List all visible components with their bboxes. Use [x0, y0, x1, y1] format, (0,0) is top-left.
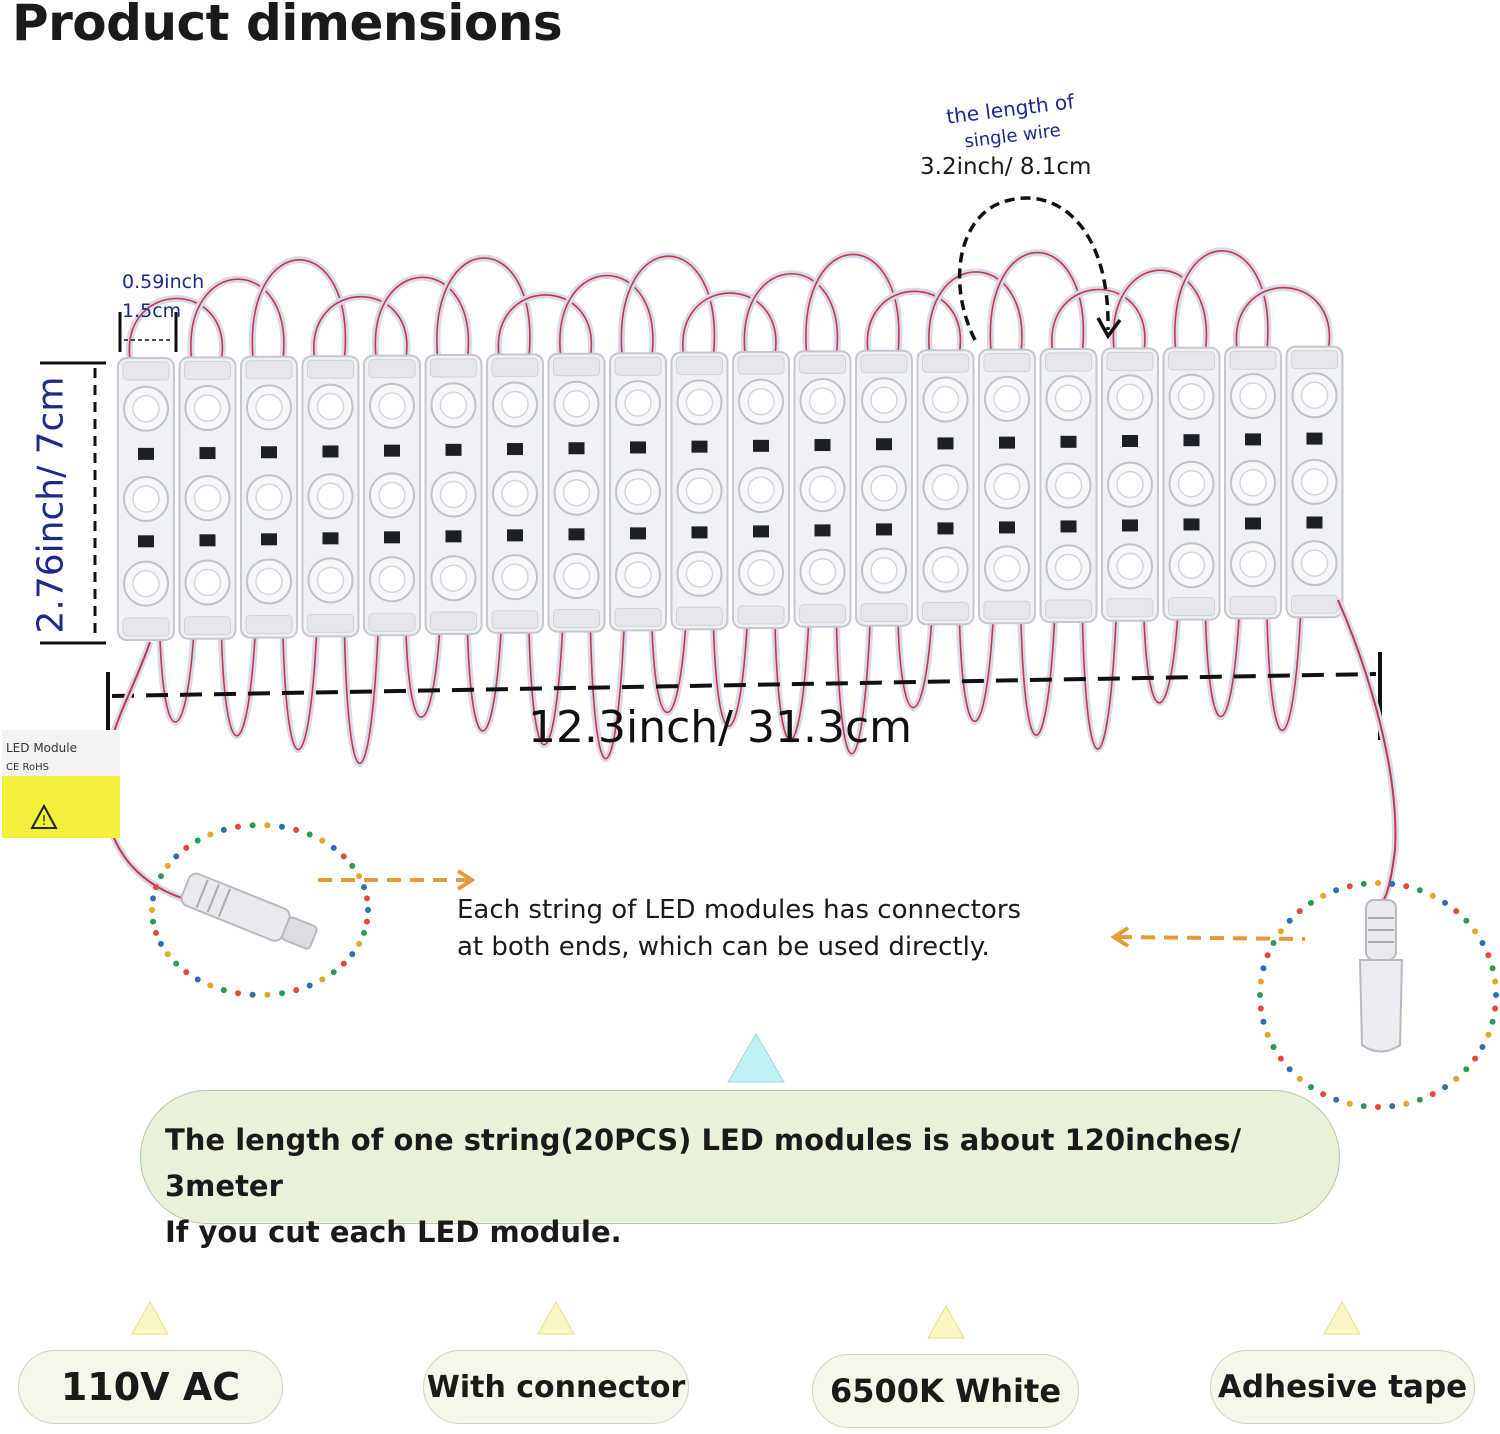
height-dimension-line	[40, 361, 106, 645]
led-module	[1039, 348, 1098, 623]
feature-connector: With connector	[423, 1350, 689, 1424]
feature-color-temperature: 6500K White	[812, 1354, 1079, 1428]
single-wire-caption: the length of single wire	[945, 90, 1076, 150]
feature-adhesive-tape: Adhesive tape	[1210, 1350, 1475, 1424]
banner-line2: If you cut each LED module.	[165, 1215, 622, 1249]
connector-note-line2: at both ends, which can be used directly…	[457, 932, 990, 962]
left-pointing-arrow	[1110, 926, 1306, 948]
module-width-inch: 0.59inch	[122, 271, 205, 293]
tag-title: LED Module	[6, 741, 77, 755]
led-module-strip	[117, 345, 1344, 641]
feature-triangle-marker	[1323, 1300, 1361, 1335]
top-wire-loops	[125, 247, 1333, 361]
led-module	[240, 355, 298, 639]
led-module	[978, 348, 1036, 625]
feature-triangle-marker	[927, 1304, 965, 1339]
string-span-label: 12.3inch/ 31.3cm	[528, 702, 912, 753]
led-module-label-tag: ! LED Module CE RoHS	[2, 730, 120, 838]
led-module	[363, 354, 421, 637]
led-module	[670, 351, 729, 631]
led-module	[301, 355, 360, 638]
led-module	[424, 354, 483, 635]
led-module	[117, 357, 175, 641]
right-connector	[1358, 899, 1404, 1053]
module-height-label: 2.76inch/ 7cm	[30, 376, 72, 634]
led-module	[1101, 347, 1159, 622]
banner-triangle-marker	[727, 1033, 785, 1083]
tag-certification: CE RoHS	[6, 762, 49, 773]
module-width-cm: 1.5cm	[122, 300, 182, 322]
feature-triangle-marker	[537, 1300, 575, 1335]
left-dotted-circle	[149, 822, 371, 998]
led-module	[1224, 346, 1282, 620]
led-module	[916, 349, 975, 626]
led-module	[486, 353, 544, 634]
right-dotted-circle	[1257, 880, 1499, 1110]
led-module	[547, 352, 606, 633]
connector-note: Each string of LED modules has connector…	[457, 892, 1021, 966]
banner-line1: The length of one string(20PCS) LED modu…	[165, 1123, 1242, 1203]
led-module	[178, 356, 237, 640]
connector-note-line1: Each string of LED modules has connector…	[457, 895, 1022, 925]
feature-triangle-marker	[131, 1300, 169, 1335]
single-wire-dashed-arrow	[957, 196, 1122, 341]
led-module	[609, 352, 667, 632]
single-wire-length: 3.2inch/ 8.1cm	[920, 154, 1092, 180]
feature-voltage: 110V AC	[18, 1350, 283, 1424]
module-width-dimension-line	[118, 312, 178, 352]
svg-text:!: !	[41, 814, 46, 829]
led-module	[732, 351, 790, 629]
led-module	[793, 350, 852, 628]
left-connector	[180, 872, 318, 950]
string-length-banner: The length of one string(20PCS) LED modu…	[140, 1090, 1340, 1249]
led-module	[1162, 346, 1221, 621]
right-pointing-arrow	[318, 869, 476, 891]
module-width-label: 0.59inch 1.5cm	[122, 268, 204, 326]
led-module	[1285, 345, 1344, 619]
right-lead-wire	[1334, 598, 1399, 908]
led-module	[855, 349, 913, 627]
page-title: Product dimensions	[12, 0, 563, 52]
